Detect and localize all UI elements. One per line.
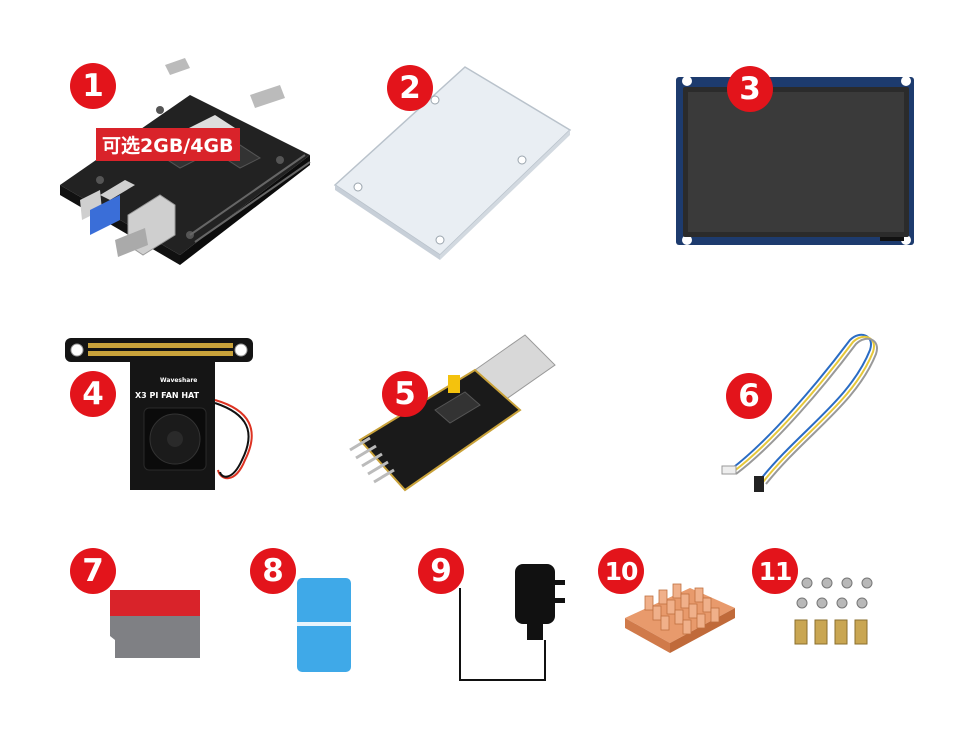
badge-2: 2: [387, 65, 433, 111]
fan-hat-silkscreen: X3 PI FAN HAT: [135, 391, 200, 400]
item-1-board: 1 可选2GB/4GB: [40, 50, 320, 280]
item-9-power-adapter: 9: [415, 548, 585, 688]
badge-6: 6: [726, 373, 772, 419]
badge-4: 4: [70, 371, 116, 417]
badge-8: 8: [250, 548, 296, 594]
badge-10: 10: [598, 548, 644, 594]
badge-1: 1: [70, 63, 116, 109]
item-2-acrylic-plate: 2: [330, 55, 580, 270]
cable-image: [721, 333, 878, 492]
item-7-sd-card: 7: [70, 548, 220, 668]
item-8-card-reader: 8: [245, 548, 375, 678]
item-11-screws: 11: [752, 548, 902, 658]
item-6-cable: 6: [700, 320, 900, 500]
display-image: [676, 76, 914, 245]
fan-hat-image: X3 PI FAN HAT Waveshare: [65, 338, 253, 490]
item-3-display: 3: [670, 65, 930, 260]
card-reader-image: [297, 578, 351, 672]
badge-11: 11: [752, 548, 798, 594]
power-adapter-image: [459, 564, 565, 681]
screws-image: [794, 577, 873, 645]
item-5-usb-uart: 5: [340, 330, 580, 500]
memory-option-tag: 可选2GB/4GB: [96, 128, 240, 161]
usb-uart-image: [349, 334, 556, 492]
sd-card-image: [110, 590, 200, 658]
brand-label: Waveshare: [160, 377, 197, 384]
item-4-fan-hat: 4 X3 PI FAN HAT Waveshare: [60, 330, 290, 500]
badge-7: 7: [70, 548, 116, 594]
acrylic-plate-image: [333, 66, 572, 260]
badge-3: 3: [727, 66, 773, 112]
heatsink-image: [625, 583, 735, 653]
badge-5: 5: [382, 371, 428, 417]
badge-9: 9: [418, 548, 464, 594]
item-10-heatsink: 10: [595, 548, 745, 658]
